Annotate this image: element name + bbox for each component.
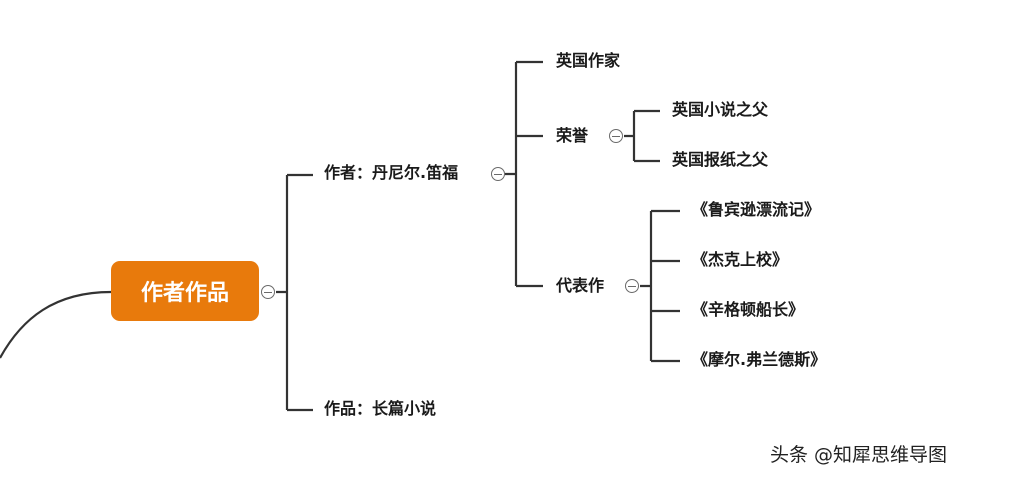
- representative-collapse-button[interactable]: [625, 279, 639, 293]
- honor-item[interactable]: 英国小说之父: [672, 100, 769, 119]
- honors-collapse-button[interactable]: [609, 129, 623, 143]
- honor-item[interactable]: 英国报纸之父: [672, 150, 769, 169]
- root-connector: [276, 173, 313, 412]
- work-item[interactable]: 《辛格顿船长》: [692, 300, 805, 319]
- incoming-curve: [0, 290, 112, 359]
- work-item[interactable]: 《摩尔.弗兰德斯》: [692, 350, 827, 369]
- watermark: 头条 @知犀思维导图: [770, 444, 948, 466]
- root-collapse-button[interactable]: [261, 285, 275, 299]
- author-connector: [505, 60, 543, 288]
- honors-connector: [624, 109, 660, 163]
- work-item[interactable]: 《鲁宾逊漂流记》: [692, 200, 821, 219]
- work-item[interactable]: 《杰克上校》: [692, 250, 789, 269]
- works-connector: [640, 209, 680, 363]
- work-node[interactable]: 作品：长篇小说: [324, 399, 437, 418]
- author-collapse-button[interactable]: [491, 167, 505, 181]
- honors-node[interactable]: 荣誉: [556, 126, 589, 145]
- root-node[interactable]: 作者作品: [111, 261, 259, 321]
- author-node[interactable]: 作者：丹尼尔.笛福: [324, 163, 459, 182]
- nationality-node[interactable]: 英国作家: [556, 51, 621, 70]
- representative-works-node[interactable]: 代表作: [556, 276, 605, 295]
